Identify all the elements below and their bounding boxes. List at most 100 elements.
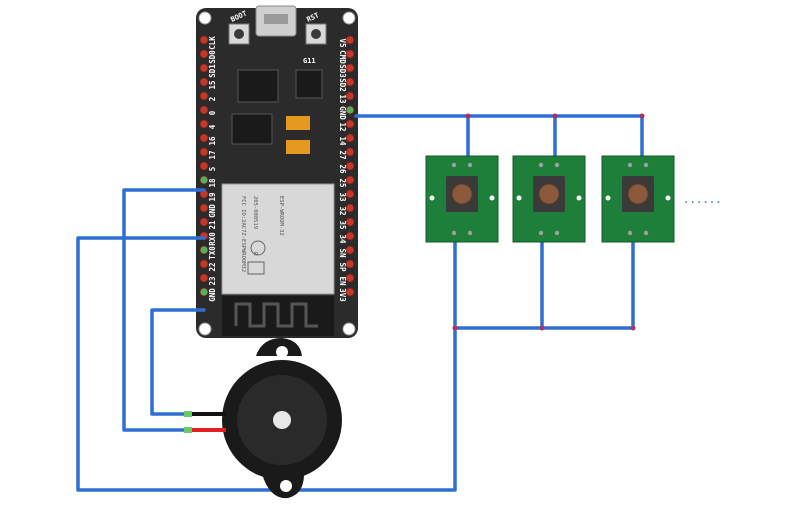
right-pin-header: V5CMDSD3SD213GND121427262533323534SNSPEN…	[338, 35, 355, 302]
right-pin-10[interactable]	[345, 161, 355, 171]
right-pin-label: 32	[338, 206, 347, 215]
button-lead-2	[554, 162, 560, 168]
button-lead-1	[627, 162, 633, 168]
button-lead-3	[538, 230, 544, 236]
right-pin-6[interactable]	[345, 105, 355, 115]
push-button-1[interactable]	[425, 155, 499, 243]
module-fcc-text: FCC ID:2AC7Z-ESPWROOM32	[240, 196, 246, 272]
left-pin-1[interactable]	[199, 35, 209, 45]
button-lead-1	[451, 162, 457, 168]
left-pin-8[interactable]	[199, 133, 209, 143]
right-pin-label: EN	[338, 276, 347, 286]
wire-buzzer-signal	[122, 188, 206, 432]
right-pin-label: SP	[338, 262, 347, 272]
piezo-buzzer	[184, 338, 342, 499]
right-pin-label: SD3	[338, 64, 347, 78]
right-pin-16[interactable]	[345, 245, 355, 255]
left-pin-19[interactable]	[199, 287, 209, 297]
pcb-hole-left	[516, 195, 522, 201]
switch-cap-icon	[451, 183, 473, 205]
left-pin-14[interactable]	[199, 217, 209, 227]
right-pin-19[interactable]	[345, 287, 355, 297]
junction-2	[552, 113, 558, 119]
right-pin-label: 12	[338, 122, 347, 131]
junction-4	[452, 325, 458, 331]
left-pin-label: CLK	[208, 36, 217, 50]
right-pin-2[interactable]	[345, 49, 355, 59]
right-pin-5[interactable]	[345, 91, 355, 101]
esp-wroom-module	[221, 183, 335, 295]
junction-5	[539, 325, 545, 331]
left-pin-label: 4	[208, 124, 217, 129]
left-pin-11[interactable]	[199, 175, 209, 185]
right-pin-label: 14	[338, 136, 347, 146]
left-pin-header: CLKSD0SD115204161751819GND21RX0TX02223GN…	[199, 35, 217, 302]
right-pin-label: 33	[338, 192, 347, 202]
right-pin-label: 34	[338, 234, 347, 244]
right-pin-3[interactable]	[345, 63, 355, 73]
left-pin-2[interactable]	[199, 49, 209, 59]
left-pin-label: 21	[208, 220, 217, 230]
left-pin-label: SD1	[208, 64, 217, 78]
right-pin-8[interactable]	[345, 133, 355, 143]
left-pin-17[interactable]	[199, 259, 209, 269]
buzzer-lead-tip-1	[184, 411, 192, 417]
left-pin-10[interactable]	[199, 161, 209, 171]
module-brand-text: ESP-WROOM-32	[278, 196, 284, 236]
right-pin-label: SD2	[338, 78, 347, 92]
left-pin-9[interactable]	[199, 147, 209, 157]
pcb-hole-right	[665, 195, 671, 201]
right-pin-4[interactable]	[345, 77, 355, 87]
silk-g11-label: G11	[303, 57, 316, 65]
right-pin-label: V5	[338, 38, 347, 47]
button-lead-4	[467, 230, 473, 236]
right-pin-13[interactable]	[345, 203, 355, 213]
right-pin-11[interactable]	[345, 175, 355, 185]
right-pin-9[interactable]	[345, 147, 355, 157]
button-lead-2	[643, 162, 649, 168]
pcb-hole-right	[576, 195, 582, 201]
left-pin-16[interactable]	[199, 245, 209, 255]
left-pin-6[interactable]	[199, 105, 209, 115]
mount-hole-tl	[198, 11, 212, 25]
right-pin-label: 25	[338, 178, 347, 187]
switch-cap-icon	[627, 183, 649, 205]
right-pin-17[interactable]	[345, 259, 355, 269]
button-lead-4	[643, 230, 649, 236]
right-pin-18[interactable]	[345, 273, 355, 283]
right-pin-label: 3V3	[338, 288, 347, 302]
right-pin-label: CMD	[338, 50, 347, 64]
antenna-trace	[234, 302, 318, 328]
left-pin-label: 17	[208, 150, 217, 159]
left-pin-13[interactable]	[199, 203, 209, 213]
push-button-2[interactable]	[512, 155, 586, 243]
left-pin-label: 23	[208, 276, 217, 286]
left-pin-18[interactable]	[199, 273, 209, 283]
reset-button-cap-icon	[311, 29, 321, 39]
right-pin-1[interactable]	[345, 35, 355, 45]
left-pin-label: 22	[208, 262, 217, 271]
right-pin-7[interactable]	[345, 119, 355, 129]
left-pin-7[interactable]	[199, 119, 209, 129]
left-pin-4[interactable]	[199, 77, 209, 87]
wifi-logo-icon	[247, 261, 265, 275]
right-pin-15[interactable]	[345, 231, 355, 241]
right-pin-12[interactable]	[345, 189, 355, 199]
button-lead-3	[451, 230, 457, 236]
boot-button-cap-icon	[234, 29, 244, 39]
left-pin-label: 5	[208, 167, 217, 172]
left-pin-5[interactable]	[199, 91, 209, 101]
junction-1	[465, 113, 471, 119]
esp32-board: BOOT RST G11 FCC ID:2AC7Z-ESPWROOM32 205…	[196, 5, 358, 338]
button-lead-4	[554, 230, 560, 236]
right-pin-label: GND	[338, 106, 347, 120]
left-pin-3[interactable]	[199, 63, 209, 73]
left-pin-label: 0	[208, 110, 217, 115]
right-pin-label: 26	[338, 164, 347, 174]
pcb-hole-left	[605, 195, 611, 201]
left-pin-label: 18	[208, 178, 217, 188]
left-pin-label: TX0	[208, 246, 217, 260]
push-button-3[interactable]	[601, 155, 675, 243]
right-pin-label: 13	[338, 94, 347, 104]
right-pin-14[interactable]	[345, 217, 355, 227]
